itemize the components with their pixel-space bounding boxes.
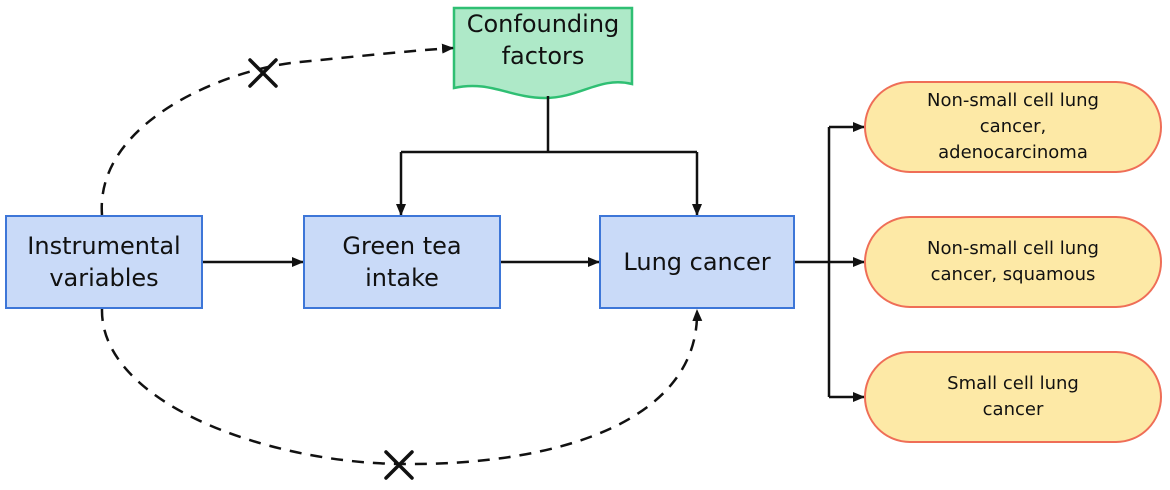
lung-cancer-node: Lung cancer	[599, 215, 795, 309]
instrumental-variables-label: Instrumental variables	[27, 231, 181, 292]
nsclc-adenocarcinoma-label: Non-small cell lung cancer, adenocarcino…	[927, 89, 1099, 164]
instrumental-variables-node: Instrumental variables	[5, 215, 203, 309]
lung-cancer-label: Lung cancer	[623, 247, 771, 276]
green-tea-intake-node: Green tea intake	[303, 215, 501, 309]
nsclc-squamous-node: Non-small cell lung cancer, squamous	[864, 216, 1162, 308]
dashed-path-to-confounding	[100, 43, 454, 216]
small-cell-node: Small cell lung cancer	[864, 351, 1162, 443]
cross-mark-icon	[248, 58, 278, 88]
confounding-factors-shape	[452, 6, 634, 100]
dashed-path-to-lung-cancer	[100, 308, 703, 466]
confounding-factors-label: Confounding factors	[466, 10, 620, 71]
nsclc-adenocarcinoma-node: Non-small cell lung cancer, adenocarcino…	[864, 81, 1162, 173]
green-tea-intake-label: Green tea intake	[342, 231, 462, 292]
cross-mark-icon	[384, 450, 414, 480]
nsclc-squamous-label: Non-small cell lung cancer, squamous	[927, 237, 1099, 285]
small-cell-label: Small cell lung cancer	[947, 372, 1079, 420]
